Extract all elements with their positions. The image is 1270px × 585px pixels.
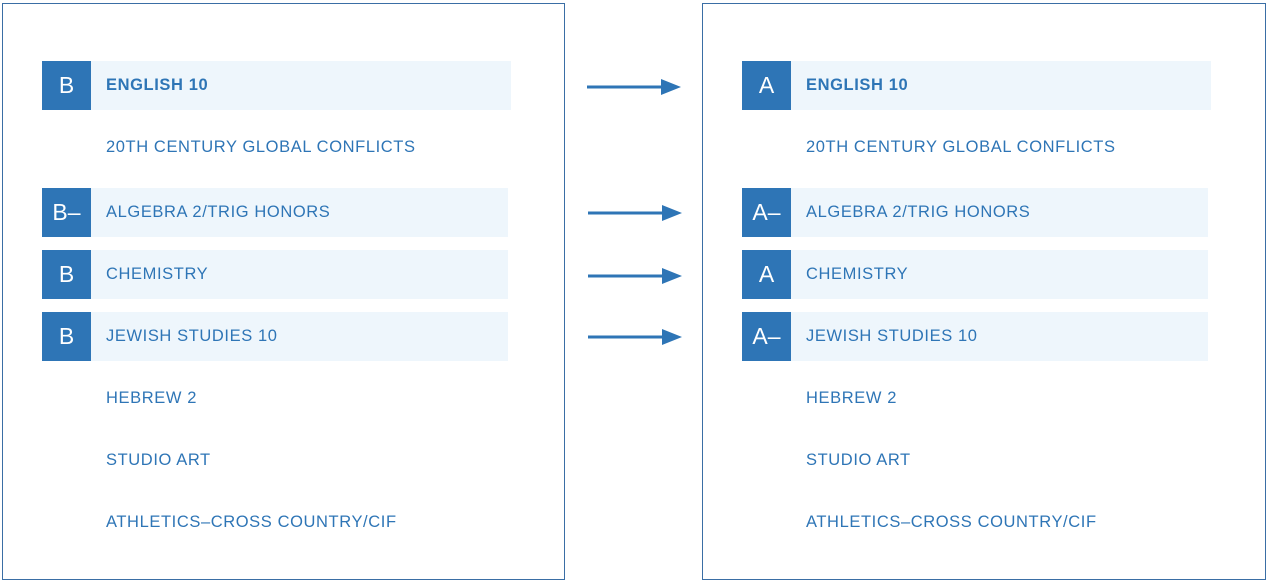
- course-row-athletics: ATHLETICS–CROSS COUNTRY/CIF: [42, 498, 508, 547]
- course-row-english-10: A ENGLISH 10: [742, 61, 1211, 110]
- course-name: 20TH CENTURY GLOBAL CONFLICTS: [806, 138, 1116, 156]
- course-name: ALGEBRA 2/TRIG HONORS: [106, 203, 331, 221]
- course-row-jewish-studies: B JEWISH STUDIES 10: [42, 312, 508, 361]
- grade-badge: B: [42, 250, 91, 299]
- course-row-global-conflicts: 20TH CENTURY GLOBAL CONFLICTS: [42, 123, 511, 172]
- course-name: ALGEBRA 2/TRIG HONORS: [806, 203, 1031, 221]
- course-name: STUDIO ART: [106, 451, 211, 469]
- course-name: CHEMISTRY: [806, 265, 909, 283]
- grade-badge: B–: [42, 188, 91, 237]
- course-name: ENGLISH 10: [106, 76, 209, 94]
- course-row-chemistry: B CHEMISTRY: [42, 250, 508, 299]
- course-row-algebra: A– ALGEBRA 2/TRIG HONORS: [742, 188, 1208, 237]
- course-row-studio-art: STUDIO ART: [42, 436, 508, 485]
- arrow-right-icon: [588, 329, 682, 345]
- grade-badge: B: [42, 61, 91, 110]
- course-name: 20TH CENTURY GLOBAL CONFLICTS: [106, 138, 416, 156]
- course-row-chemistry: A CHEMISTRY: [742, 250, 1208, 299]
- grade-badge: B: [42, 312, 91, 361]
- after-grades-panel: A ENGLISH 10 20TH CENTURY GLOBAL CONFLIC…: [702, 3, 1266, 580]
- grade-badge: A: [742, 61, 791, 110]
- course-name: ENGLISH 10: [806, 76, 909, 94]
- course-name: STUDIO ART: [806, 451, 911, 469]
- course-row-athletics: ATHLETICS–CROSS COUNTRY/CIF: [742, 498, 1208, 547]
- before-grades-panel: B ENGLISH 10 20TH CENTURY GLOBAL CONFLIC…: [2, 3, 565, 580]
- arrow-right-icon: [588, 205, 682, 221]
- course-row-studio-art: STUDIO ART: [742, 436, 1208, 485]
- course-name: JEWISH STUDIES 10: [806, 327, 978, 345]
- arrow-right-icon: [588, 268, 682, 284]
- course-row-hebrew: HEBREW 2: [42, 374, 508, 423]
- course-row-jewish-studies: A– JEWISH STUDIES 10: [742, 312, 1208, 361]
- course-name: HEBREW 2: [806, 389, 897, 407]
- course-row-english-10: B ENGLISH 10: [42, 61, 511, 110]
- course-name: ATHLETICS–CROSS COUNTRY/CIF: [806, 513, 1097, 531]
- grade-badge: A–: [742, 312, 791, 361]
- grade-badge: A–: [742, 188, 791, 237]
- course-name: HEBREW 2: [106, 389, 197, 407]
- course-name: JEWISH STUDIES 10: [106, 327, 278, 345]
- arrow-right-icon: [587, 79, 681, 95]
- course-row-hebrew: HEBREW 2: [742, 374, 1208, 423]
- course-row-algebra: B– ALGEBRA 2/TRIG HONORS: [42, 188, 508, 237]
- course-name: ATHLETICS–CROSS COUNTRY/CIF: [106, 513, 397, 531]
- grade-badge: A: [742, 250, 791, 299]
- course-name: CHEMISTRY: [106, 265, 209, 283]
- course-row-global-conflicts: 20TH CENTURY GLOBAL CONFLICTS: [742, 123, 1211, 172]
